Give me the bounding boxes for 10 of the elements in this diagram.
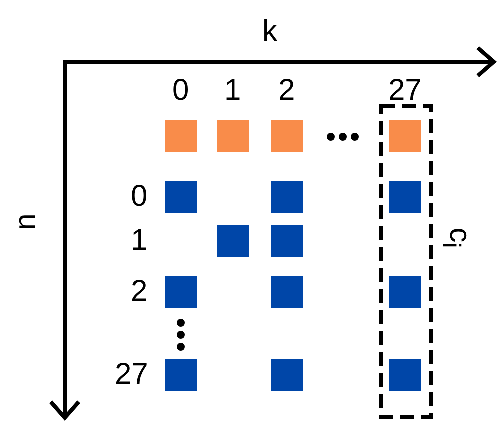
index-label: 27 [388,76,422,106]
index-label: 0 [172,76,190,106]
index-label: 1 [131,226,148,256]
axis-label: k [262,17,278,47]
index-label: 2 [131,277,148,307]
index-label: 2 [278,76,296,106]
index-label: 27 [115,360,148,390]
index-label: 0 [131,182,148,212]
index-label: 1 [224,76,242,106]
axis-label: n [10,214,41,230]
